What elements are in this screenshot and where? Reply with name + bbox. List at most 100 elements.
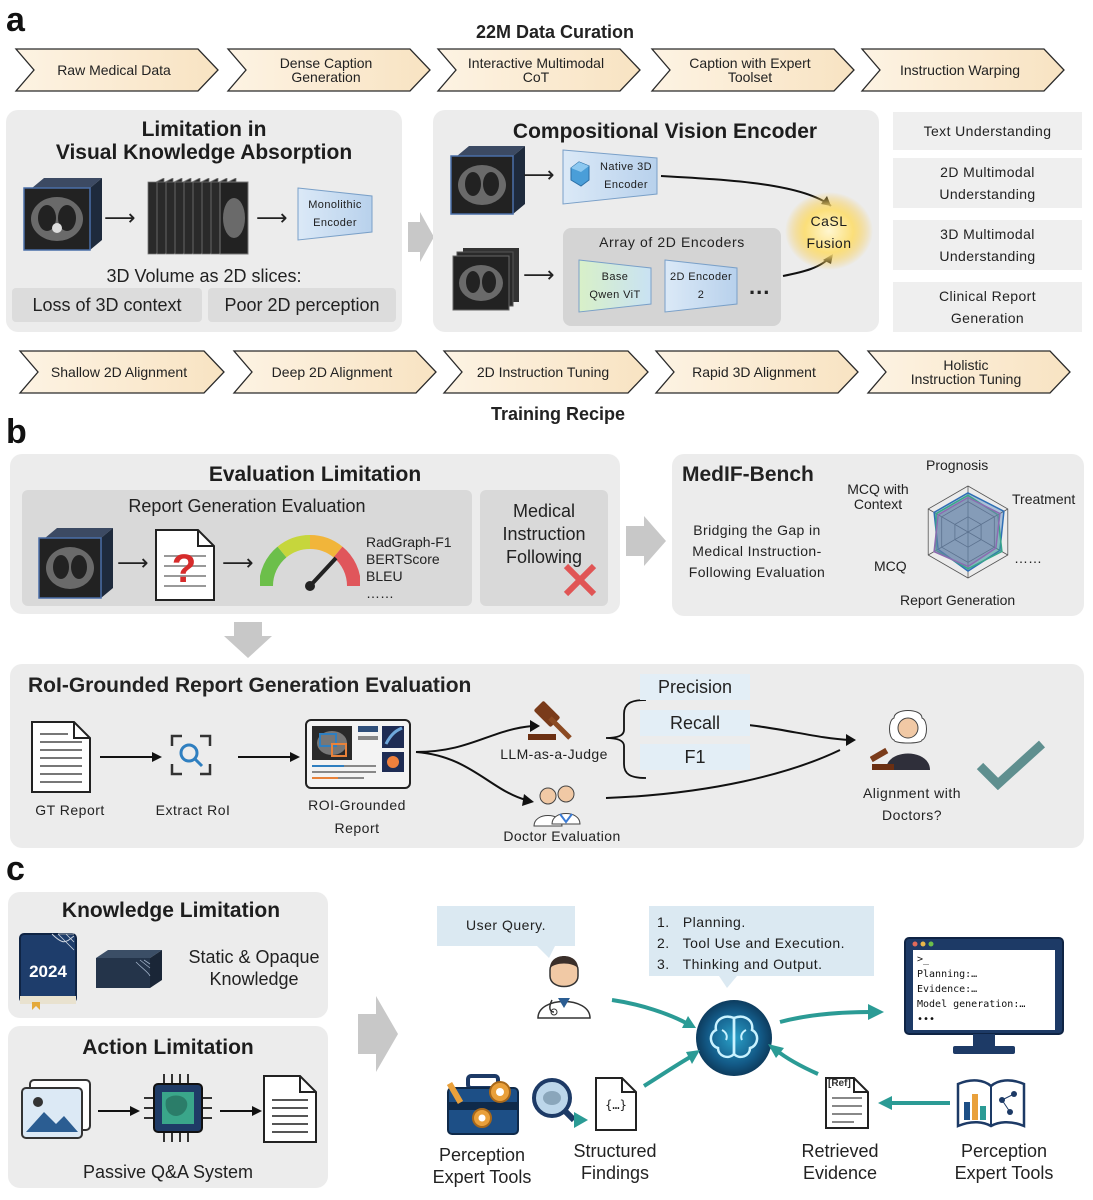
flow-arrow-icon (624, 516, 668, 571)
knowledge-limitation-box: Knowledge Limitation 2024 Static & Opaqu… (8, 892, 328, 1018)
brain-model-icon (694, 998, 774, 1083)
action-title: Action Limitation (82, 1036, 254, 1059)
evaluation-limitation-title: Evaluation Limitation (208, 463, 422, 486)
f1-metric: F1 (640, 744, 750, 770)
knowledge-title: Knowledge Limitation (61, 899, 281, 922)
encoder-2d-2-label: 2D Encoder 2 (669, 271, 733, 301)
document-icon (262, 1074, 318, 1149)
doctors-icon (530, 784, 584, 833)
precision-metric: Precision (640, 674, 750, 700)
book-chart-icon (956, 1076, 1026, 1133)
toolbox-icon (446, 1074, 520, 1143)
book-year: 2024 (29, 962, 67, 981)
radar-label-mcq: MCQ (874, 558, 907, 574)
arrow-icon: ⟶ (523, 262, 555, 287)
arrow-icon (220, 1106, 262, 1116)
agent-steps-bubble: 1. Planning.2. Tool Use and Execution.3.… (649, 906, 874, 988)
flow-arrow-icon (406, 212, 436, 267)
medif-title: MedIF-Bench (682, 463, 814, 486)
curation-step: Raw Medical Data (14, 47, 220, 93)
knowledge-text: Static & Opaque Knowledge (188, 947, 320, 989)
medical-instruction-subbox: Medical Instruction Following (480, 490, 608, 606)
action-text: Passive Q&A System (82, 1162, 254, 1182)
compositional-title: Compositional Vision Encoder (512, 120, 818, 143)
panel-label-c: c (6, 850, 25, 888)
monolithic-encoder: Monolithic Encoder (296, 186, 376, 247)
curation-step-label: Raw Medical Data (57, 62, 171, 78)
curation-step-label: Dense Caption Generation (279, 55, 373, 85)
radar-chart (927, 485, 1009, 579)
medical-instruction-label: Medical Instruction Following (502, 501, 586, 567)
tools-left-label: Perception Expert Tools (432, 1145, 532, 1187)
structured-doc-icon: {…} (594, 1076, 638, 1137)
arrow-icon: ⟶ (104, 205, 136, 230)
recall-metric: Recall (640, 710, 750, 736)
roi-eval-box: RoI-Grounded Report Generation Evaluatio… (10, 664, 1084, 848)
ct-volume-icon (37, 528, 115, 607)
casl-fusion-glow: CaSL Fusion (785, 192, 873, 275)
check-icon (976, 740, 1046, 795)
array-title: Array of 2D Encoders (599, 234, 745, 250)
training-step-label: Holistic Instruction Tuning (910, 357, 1022, 387)
arrow-icon (98, 1106, 140, 1116)
capability-item: 2D Multimodal Understanding (893, 158, 1082, 208)
panel-label-b: b (6, 413, 27, 451)
curation-step-label: Caption with Expert Toolset (689, 55, 811, 85)
more-encoders-ellipsis: ... (749, 274, 771, 299)
terminal-text: >_ Planning:… Evidence:… Model generatio… (917, 954, 1026, 1025)
limitation-absorption-title: Limitation in Visual Knowledge Absorptio… (55, 118, 353, 164)
roi-title: RoI-Grounded Report Generation Evaluatio… (28, 674, 472, 697)
ct-volume-icon (22, 178, 104, 259)
curation-step-label: Instruction Warping (899, 62, 1021, 78)
agent-step: 1. Planning. (657, 914, 746, 930)
agent-step: 2. Tool Use and Execution. (657, 935, 846, 951)
arrow-icon (878, 1096, 950, 1110)
tools-right-label: Perception Expert Tools (954, 1141, 1054, 1183)
training-step-label: 2D Instruction Tuning (476, 364, 610, 380)
user-query-text: User Query. (466, 917, 546, 933)
training-step: Deep 2D Alignment (232, 349, 438, 395)
judge-icon (869, 708, 946, 777)
structured-findings-label: Structured Findings (573, 1141, 657, 1183)
arrow-icon: ⟶ (256, 205, 288, 230)
poor-2d-perception: Poor 2D perception (208, 288, 396, 322)
native-3d-encoder-label: Native 3D Encoder (600, 161, 652, 191)
curation-step: Dense Caption Generation (226, 47, 432, 93)
casl-fusion-label: CaSL Fusion (806, 213, 852, 251)
array-2d-encoders: Array of 2D Encoders Base Qwen ViT 2D En… (563, 228, 781, 326)
roi-grounded-report-icon (304, 718, 412, 795)
roi-grounded-label: ROI-Grounded Report (308, 797, 406, 836)
native-3d-encoder: Native 3D Encoder (561, 148, 661, 213)
capability-item: Clinical Report Generation (893, 282, 1082, 332)
capability-item: Text Understanding (893, 112, 1082, 150)
base-qwen-vit: Base Qwen ViT (577, 258, 653, 319)
gavel-icon (526, 694, 576, 749)
ct-slice-stack-icon (451, 246, 523, 317)
agent-steps-list: 1. Planning.2. Tool Use and Execution.3.… (657, 912, 845, 975)
compositional-encoder-box: Compositional Vision Encoder ⟶ Native 3D… (433, 110, 879, 332)
arrow-icon: ⟶ (523, 162, 555, 187)
gt-report-label: GT Report (35, 802, 105, 818)
action-limitation-box: Action Limitation Passiv (8, 1026, 328, 1188)
extract-roi-label: Extract RoI (155, 802, 231, 818)
roi-flow-arrows (415, 699, 856, 806)
radar-series (933, 492, 1005, 573)
extract-roi-icon (170, 734, 212, 781)
radar-label-more: …… (1014, 550, 1042, 566)
chip-icon (142, 1072, 214, 1149)
training-title: Training Recipe (490, 404, 626, 424)
radar-series (933, 496, 1001, 568)
encoder-2d-2: 2D Encoder 2 (663, 258, 739, 319)
training-step-label: Rapid 3D Alignment (692, 364, 816, 380)
training-step: Holistic Instruction Tuning (866, 349, 1072, 395)
curation-step: Interactive Multimodal CoT (436, 47, 642, 93)
medif-bench-box: MedIF-Bench Bridging the Gap in Medical … (672, 454, 1084, 616)
alignment-question: Alignment with Doctors? (862, 785, 962, 823)
evaluation-limitation-box: Evaluation Limitation Report Generation … (10, 454, 620, 614)
radar-axis (967, 508, 1009, 533)
flow-arrow-icon (356, 996, 400, 1077)
limitation-absorption-box: Limitation in Visual Knowledge Absorptio… (6, 110, 402, 332)
retrieved-evidence-label: Retrieved Evidence (801, 1141, 879, 1183)
monolithic-encoder-label: Monolithic Encoder (308, 199, 362, 229)
ct-volume-icon (449, 146, 527, 223)
